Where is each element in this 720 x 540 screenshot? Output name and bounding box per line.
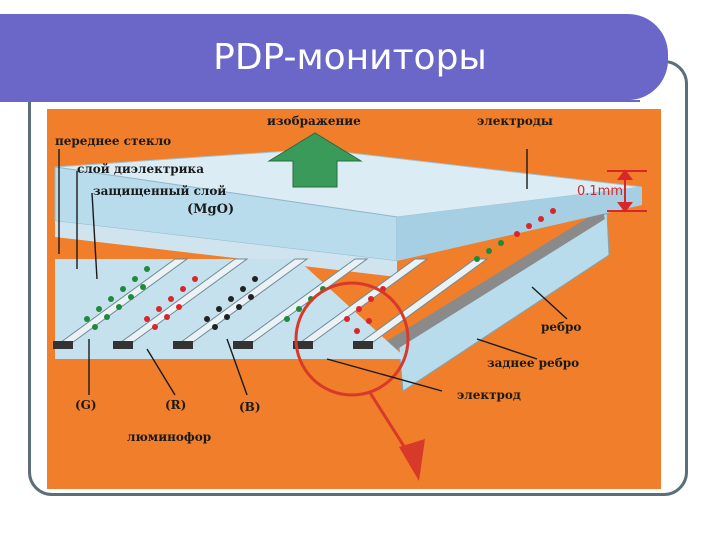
- label-mgo: (MgO): [187, 202, 234, 217]
- label-green: (G): [75, 398, 97, 412]
- label-phosphor: люминофор: [127, 430, 211, 444]
- title-underline: [0, 100, 640, 102]
- label-electrodes: электроды: [477, 114, 553, 128]
- label-rib: ребро: [541, 320, 581, 334]
- pdp-diagram: переднее стекло слой диэлектрика защищен…: [47, 109, 661, 489]
- label-protective-layer: защищенный слой: [93, 184, 226, 198]
- label-blue: (B): [239, 400, 261, 414]
- pdp-diagram-svg: переднее стекло слой диэлектрика защищен…: [47, 109, 661, 489]
- label-dielectric-layer: слой диэлектрика: [77, 162, 204, 176]
- label-image: изображение: [267, 114, 361, 128]
- label-red: (R): [165, 398, 186, 412]
- label-rear-rib: заднее ребро: [487, 356, 579, 370]
- label-electrode: электрод: [457, 388, 521, 402]
- label-thickness: 0.1mm: [577, 184, 623, 199]
- slide-title: PDP-мониторы: [150, 30, 550, 86]
- label-front-glass: переднее стекло: [55, 134, 171, 148]
